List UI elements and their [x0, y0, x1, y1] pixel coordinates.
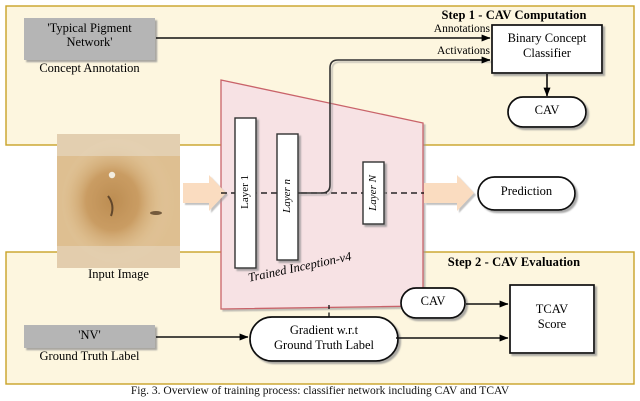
- activations-line: [298, 59, 490, 194]
- gradient-line2: Ground Truth Label: [274, 338, 374, 352]
- cav-bottom-label: CAV: [420, 294, 446, 308]
- figure-caption: Fig. 3. Overview of training process: cl…: [130, 385, 510, 397]
- prediction-arrow: [424, 175, 474, 211]
- prediction-label: Prediction: [500, 184, 553, 198]
- tcav-score-line1: TCAV: [535, 302, 569, 316]
- layer-1-label: Layer 1: [239, 174, 252, 209]
- binary-concept-classifier-box: [491, 24, 603, 74]
- tcav-score-line2: Score: [537, 317, 567, 331]
- layer-N-label: Layer N: [367, 175, 380, 211]
- layer-n-label: Layer n: [281, 178, 294, 213]
- layer-box-1: [234, 117, 257, 269]
- binary-concept-classifier-line1: Binary Concept: [507, 31, 587, 45]
- layer-box-n: [276, 133, 299, 261]
- ground-truth-box: [24, 325, 155, 348]
- cav-top-label: CAV: [534, 103, 560, 117]
- step1-title: Step 1 - CAV Computation: [441, 8, 587, 22]
- prediction-shape: [477, 176, 576, 211]
- gradient-shape: [249, 316, 399, 362]
- concept-annotation-value: 'Typical Pigment Network': [47, 21, 132, 49]
- input-image: [57, 134, 180, 268]
- concept-annotation-caption: Concept Annotation: [39, 61, 140, 75]
- gradient-line1: Gradient w.r.t: [289, 323, 359, 337]
- ground-truth-value: 'NV': [78, 328, 101, 342]
- edge-label-activations: Activations: [436, 45, 490, 57]
- concept-annotation-box: [24, 18, 155, 60]
- layer-box-N: [362, 161, 385, 225]
- binary-concept-classifier-line2: Classifier: [523, 46, 571, 60]
- edge-label-annotations: Annotations: [433, 23, 490, 35]
- input-arrow: [183, 175, 226, 211]
- input-image-caption: Input Image: [88, 267, 149, 281]
- tcav-score-box: [509, 284, 595, 354]
- step2-title: Step 2 - CAV Evaluation: [447, 255, 581, 269]
- cav-top-shape: [507, 96, 587, 128]
- ground-truth-caption: Ground Truth Label: [39, 349, 140, 363]
- cav-bottom-shape: [400, 287, 466, 319]
